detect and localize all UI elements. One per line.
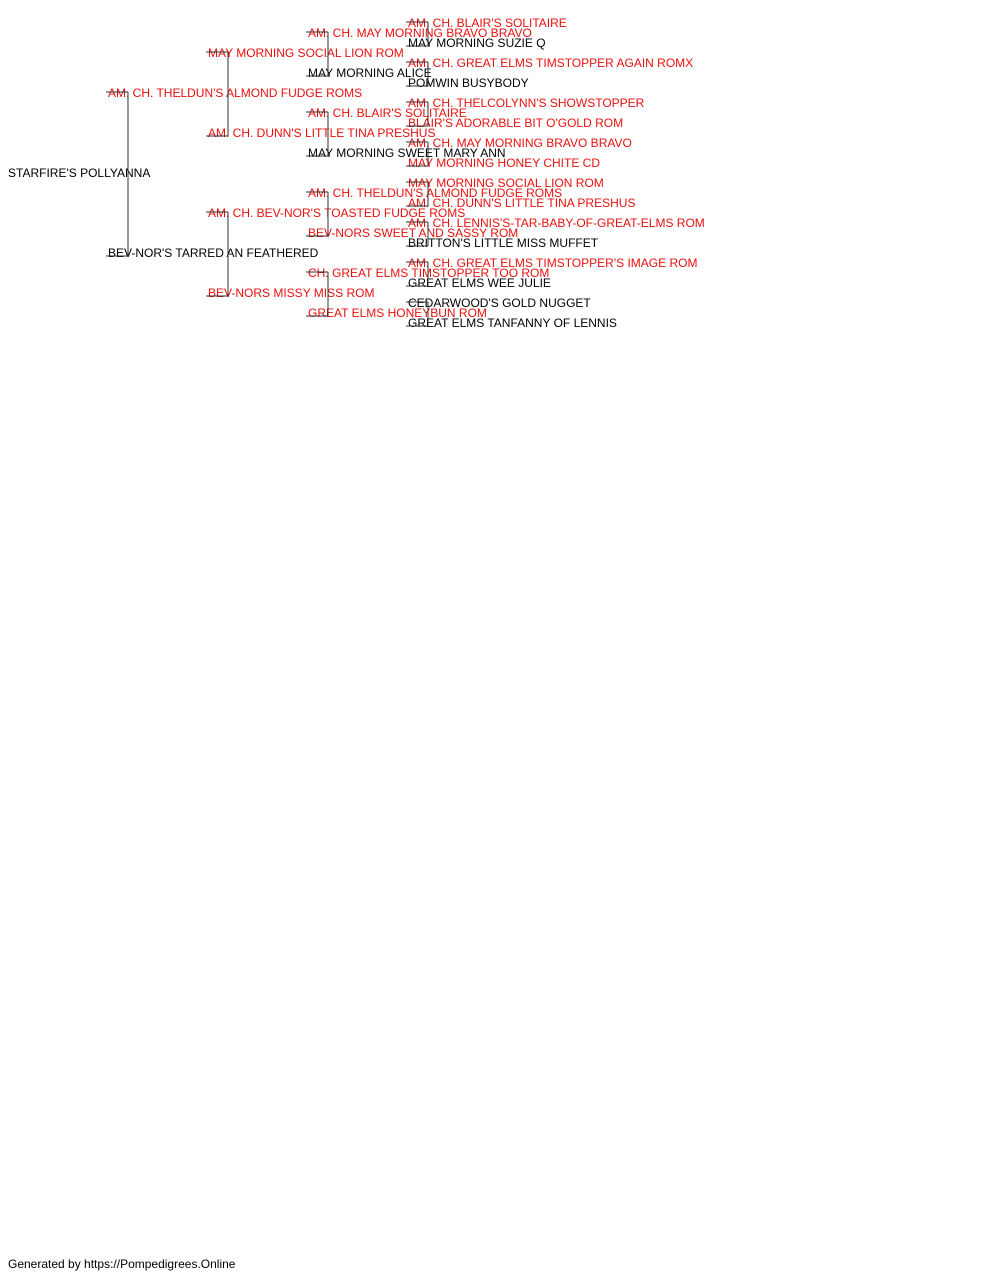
ancestor-name: GREAT ELMS WEE JULIE bbox=[408, 276, 551, 290]
ancestor-name: CEDARWOOD'S GOLD NUGGET bbox=[408, 296, 591, 310]
ancestor-name: MAY MORNING SOCIAL LION ROM bbox=[208, 46, 404, 60]
ancestor-name: BEV-NORS SWEET AND SASSY ROM bbox=[308, 226, 518, 240]
ancestor-name: AM. CH. DUNN'S LITTLE TINA PRESHUS bbox=[408, 196, 635, 210]
ancestor-name: GREAT ELMS HONEYBUN ROM bbox=[308, 306, 487, 320]
ancestor-name: MAY MORNING HONEY CHITE CD bbox=[408, 156, 600, 170]
ancestor-name: AM. CH. BLAIR'S SOLITAIRE bbox=[308, 106, 467, 120]
ancestor-name: BEV-NOR'S TARRED AN FEATHERED bbox=[108, 246, 319, 260]
ancestor-name: AM. CH. GREAT ELMS TIMSTOPPER AGAIN ROMX bbox=[408, 56, 693, 70]
ancestor-name: POMWIN BUSYBODY bbox=[408, 76, 529, 90]
ancestor-name: GREAT ELMS TANFANNY OF LENNIS bbox=[408, 316, 617, 330]
ancestor-name: BRITTON'S LITTLE MISS MUFFET bbox=[408, 236, 599, 250]
footer-credit: Generated by https://Pompedigrees.Online bbox=[8, 1257, 236, 1271]
ancestor-name: AM. CH. THELDUN'S ALMOND FUDGE ROMS bbox=[108, 86, 362, 100]
subject-dog-name: STARFIRE'S POLLYANNA bbox=[8, 166, 150, 180]
ancestor-name: BLAIR'S ADORABLE BIT O'GOLD ROM bbox=[408, 116, 623, 130]
ancestor-name: AM. CH. THELDUN'S ALMOND FUDGE ROMS bbox=[308, 186, 562, 200]
ancestor-name: AM. CH. DUNN'S LITTLE TINA PRESHUS bbox=[208, 126, 435, 140]
ancestor-name: AM. CH. BLAIR'S SOLITAIRE bbox=[408, 16, 567, 30]
ancestor-name: AM. CH. LENNIS'S-TAR-BABY-OF-GREAT-ELMS … bbox=[408, 216, 705, 230]
ancestor-name: AM. CH. MAY MORNING BRAVO BRAVO bbox=[408, 136, 632, 150]
ancestor-name: AM. CH. GREAT ELMS TIMSTOPPER'S IMAGE RO… bbox=[408, 256, 697, 270]
ancestor-name: AM. CH. MAY MORNING BRAVO BRAVO bbox=[308, 26, 532, 40]
ancestor-name: CH. GREAT ELMS TIMSTOPPER TOO ROM bbox=[308, 266, 549, 280]
ancestor-name: MAY MORNING SOCIAL LION ROM bbox=[408, 176, 604, 190]
ancestor-name: AM. CH. THELCOLYNN'S SHOWSTOPPER bbox=[408, 96, 645, 110]
ancestor-name: MAY MORNING SWEET MARY ANN bbox=[308, 146, 506, 160]
ancestor-name: MAY MORNING ALICE bbox=[308, 66, 432, 80]
ancestor-name: BEV-NORS MISSY MISS ROM bbox=[208, 286, 374, 300]
ancestor-name: MAY MORNING SUZIE Q bbox=[408, 36, 546, 50]
ancestor-name: AM. CH. BEV-NOR'S TOASTED FUDGE ROMS bbox=[208, 206, 465, 220]
